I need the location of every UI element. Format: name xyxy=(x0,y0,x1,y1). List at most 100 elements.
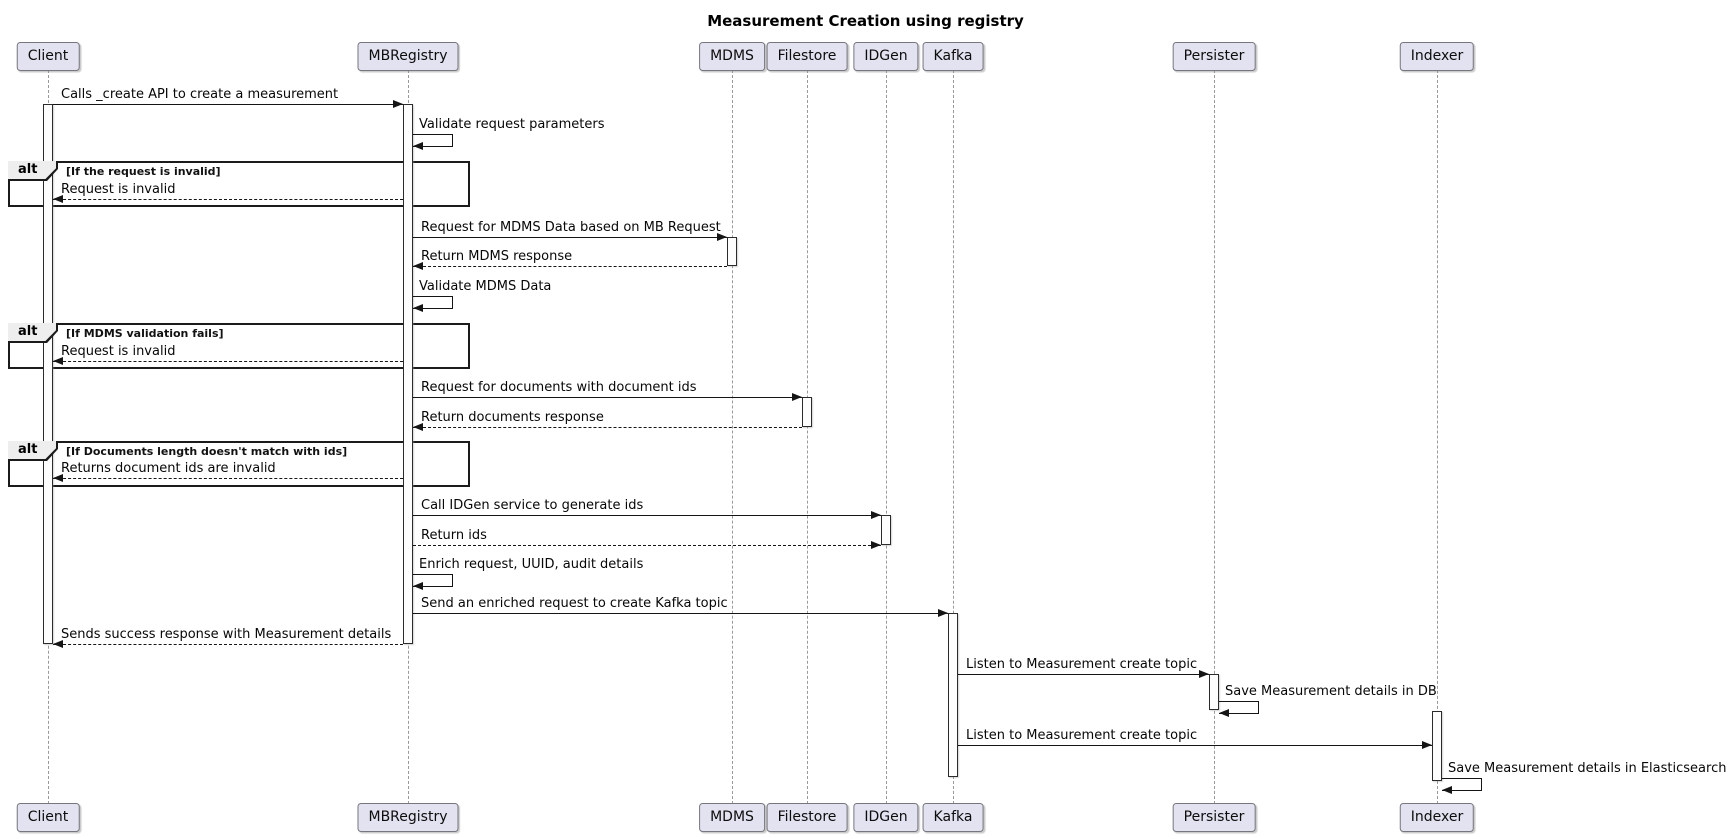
participant-mdms-bottom: MDMS xyxy=(699,803,765,832)
message-arrowhead xyxy=(871,541,881,549)
message-label: Listen to Measurement create topic xyxy=(966,728,1198,743)
message-label: Returns document ids are invalid xyxy=(61,461,276,476)
lifeline-filestore xyxy=(807,70,808,804)
alt-frame-tag-shape-inner xyxy=(8,323,56,341)
message-line xyxy=(413,545,881,546)
message-line xyxy=(413,266,727,267)
self-message-arrowhead xyxy=(1219,709,1229,717)
participant-indexer-bottom: Indexer xyxy=(1399,803,1475,832)
alt-frame-tag-shape-inner xyxy=(8,161,56,179)
message-arrowhead xyxy=(53,640,63,648)
activation-bar-kafka xyxy=(948,613,958,777)
message-label: Calls _create API to create a measuremen… xyxy=(61,87,339,102)
alt-frame-tag-shape-inner xyxy=(8,441,56,459)
participant-client-top: Client xyxy=(16,42,80,71)
alt-frame-tag-label: alt xyxy=(18,162,38,177)
participant-persister-top: Persister xyxy=(1172,42,1256,71)
activation-bar-filestore xyxy=(802,397,812,427)
participant-client-bottom: Client xyxy=(16,803,80,832)
diagram-title: Measurement Creation using registry xyxy=(707,12,1024,30)
participant-mbregistry-top: MBRegistry xyxy=(357,42,459,71)
self-message-arrowhead xyxy=(413,582,423,590)
activation-bar-persister xyxy=(1209,674,1219,710)
lifeline-kafka xyxy=(953,70,954,804)
self-message-loop xyxy=(413,134,453,147)
self-message-label: Save Measurement details in DB xyxy=(1225,684,1437,699)
alt-frame-condition: [If MDMS validation fails] xyxy=(66,327,224,340)
lifeline-mdms xyxy=(732,70,733,804)
alt-frame-1 xyxy=(8,161,470,207)
message-label: Request for documents with document ids xyxy=(421,380,697,395)
message-label: Return documents response xyxy=(421,410,604,425)
alt-frame-tag: alt xyxy=(8,441,58,461)
message-label: Request is invalid xyxy=(61,344,176,359)
message-label: Listen to Measurement create topic xyxy=(966,657,1198,672)
message-arrowhead xyxy=(53,474,63,482)
message-label: Return MDMS response xyxy=(421,249,573,264)
message-line xyxy=(53,104,403,105)
message-line xyxy=(958,745,1432,746)
participant-kafka-top: Kafka xyxy=(922,42,984,71)
message-arrowhead xyxy=(413,262,423,270)
message-line xyxy=(413,237,727,238)
message-line xyxy=(53,361,403,362)
alt-frame-2 xyxy=(8,323,470,369)
alt-frame-condition: [If Documents length doesn't match with … xyxy=(66,445,348,458)
activation-bar-client xyxy=(43,104,53,644)
self-message-loop xyxy=(413,574,453,587)
alt-frame-3 xyxy=(8,441,470,487)
lifeline-indexer xyxy=(1437,70,1438,804)
participant-filestore-bottom: Filestore xyxy=(766,803,848,832)
message-line xyxy=(53,199,403,200)
message-label: Request is invalid xyxy=(61,182,176,197)
self-message-arrowhead xyxy=(413,304,423,312)
alt-frame-tag: alt xyxy=(8,323,58,343)
participant-mbregistry-bottom: MBRegistry xyxy=(357,803,459,832)
self-message-loop xyxy=(1219,701,1259,714)
message-arrowhead xyxy=(393,100,403,108)
participant-kafka-bottom: Kafka xyxy=(922,803,984,832)
lifeline-persister xyxy=(1214,70,1215,804)
activation-bar-mdms xyxy=(727,237,737,266)
self-message-loop xyxy=(413,296,453,309)
message-label: Request for MDMS Data based on MB Reques… xyxy=(421,220,721,235)
activation-bar-indexer xyxy=(1432,711,1442,781)
message-arrowhead xyxy=(413,423,423,431)
message-arrowhead xyxy=(1199,670,1209,678)
self-message-loop xyxy=(1442,778,1482,791)
message-label: Send an enriched request to create Kafka… xyxy=(421,596,728,611)
message-line xyxy=(413,397,802,398)
participant-idgen-bottom: IDGen xyxy=(853,803,919,832)
self-message-label: Validate MDMS Data xyxy=(419,279,552,294)
message-line xyxy=(413,613,948,614)
message-arrowhead xyxy=(53,357,63,365)
participant-persister-bottom: Persister xyxy=(1172,803,1256,832)
self-message-label: Validate request parameters xyxy=(419,117,605,132)
message-line xyxy=(53,644,403,645)
participant-mdms-top: MDMS xyxy=(699,42,765,71)
message-arrowhead xyxy=(1422,741,1432,749)
message-arrowhead xyxy=(871,511,881,519)
message-label: Call IDGen service to generate ids xyxy=(421,498,644,513)
message-line xyxy=(53,478,403,479)
message-arrowhead xyxy=(938,609,948,617)
participant-filestore-top: Filestore xyxy=(766,42,848,71)
alt-frame-tag-label: alt xyxy=(18,442,38,457)
alt-frame-tag-label: alt xyxy=(18,324,38,339)
participant-idgen-top: IDGen xyxy=(853,42,919,71)
message-line xyxy=(413,427,802,428)
alt-frame-condition: [If the request is invalid] xyxy=(66,165,221,178)
self-message-arrowhead xyxy=(413,142,423,150)
message-arrowhead xyxy=(792,393,802,401)
alt-frame-tag: alt xyxy=(8,161,58,181)
participant-indexer-top: Indexer xyxy=(1399,42,1475,71)
message-label: Sends success response with Measurement … xyxy=(61,627,392,642)
message-arrowhead xyxy=(717,233,727,241)
message-label: Return ids xyxy=(421,528,487,543)
self-message-label: Save Measurement details in Elasticsearc… xyxy=(1448,761,1727,776)
message-line xyxy=(413,515,881,516)
lifeline-idgen xyxy=(886,70,887,804)
message-line xyxy=(958,674,1209,675)
message-arrowhead xyxy=(53,195,63,203)
